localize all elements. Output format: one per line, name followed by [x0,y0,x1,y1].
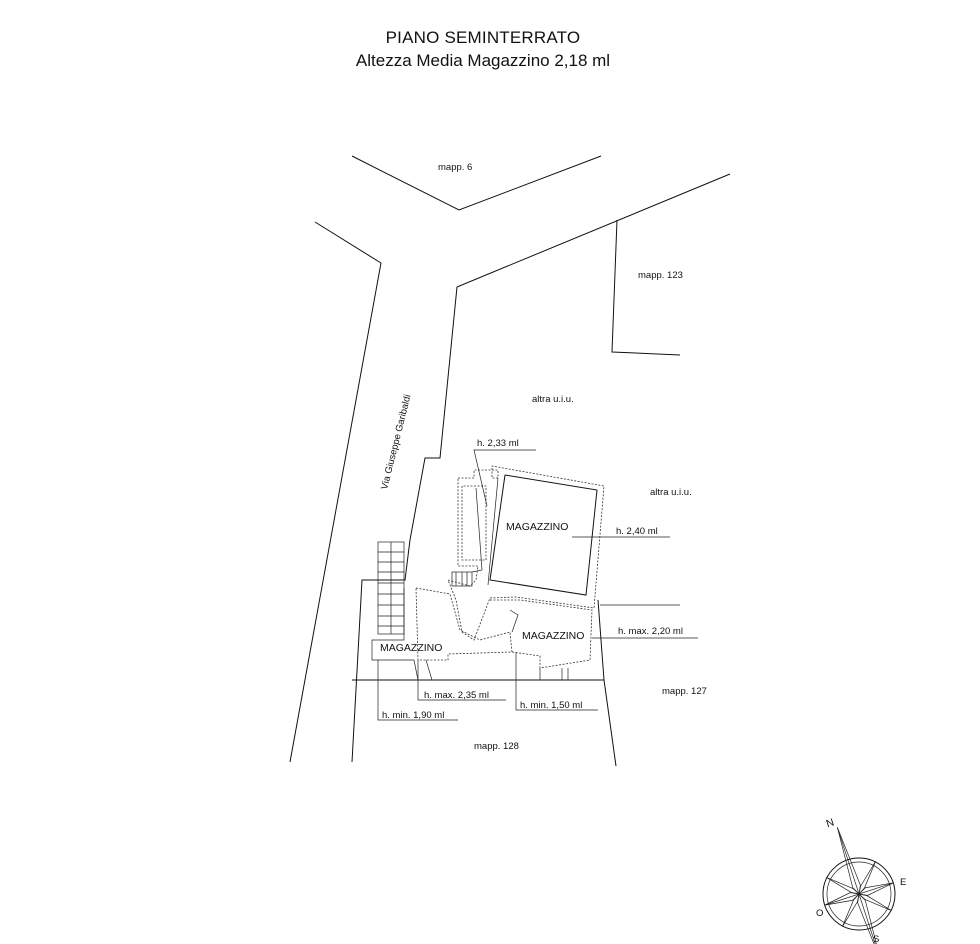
mapp-6-boundary [351,155,602,211]
label-mapp-123: mapp. 123 [638,270,683,281]
stairs [377,541,405,635]
compass-south-label: S [873,934,879,944]
label-other-unit-b: altra u.i.u. [650,487,692,498]
mapp-123-boundary [611,219,681,356]
label-room-magazzino-left: MAGAZZINO [380,642,442,654]
label-height-max-220: h. max. 2,20 ml [618,626,683,637]
label-mapp-128: mapp. 128 [474,741,519,752]
page-title: PIANO SEMINTERRATO [385,28,581,47]
label-room-magazzino-main: MAGAZZINO [506,521,568,533]
room-magazzino-left [371,587,513,681]
label-height-max-235: h. max. 2,35 ml [424,690,489,701]
label-height-min-190: h. min. 1,90 ml [382,710,444,721]
height-leaders [377,449,698,721]
label-street: Via Giuseppe Garibaldi [379,393,413,490]
label-mapp-6: mapp. 6 [438,162,472,173]
label-room-magazzino-right: MAGAZZINO [522,630,584,642]
label-height-240: h. 2,40 ml [616,526,658,537]
compass-east-label: E [900,877,906,888]
label-mapp-127: mapp. 127 [662,686,707,697]
compass-west-label: O [816,908,823,919]
street-boundaries [289,173,731,763]
label-height-min-150: h. min. 1,50 ml [520,700,582,711]
compass-north-icon: N [825,816,836,830]
page-subtitle: Altezza Media Magazzino 2,18 ml [355,51,611,70]
building-outline [447,465,605,641]
compass-rose [822,827,896,944]
label-height-233: h. 2,33 ml [477,438,519,449]
label-other-unit-a: altra u.i.u. [532,394,574,405]
room-magazzino-main [451,474,598,596]
room-magazzino-right [490,599,593,680]
